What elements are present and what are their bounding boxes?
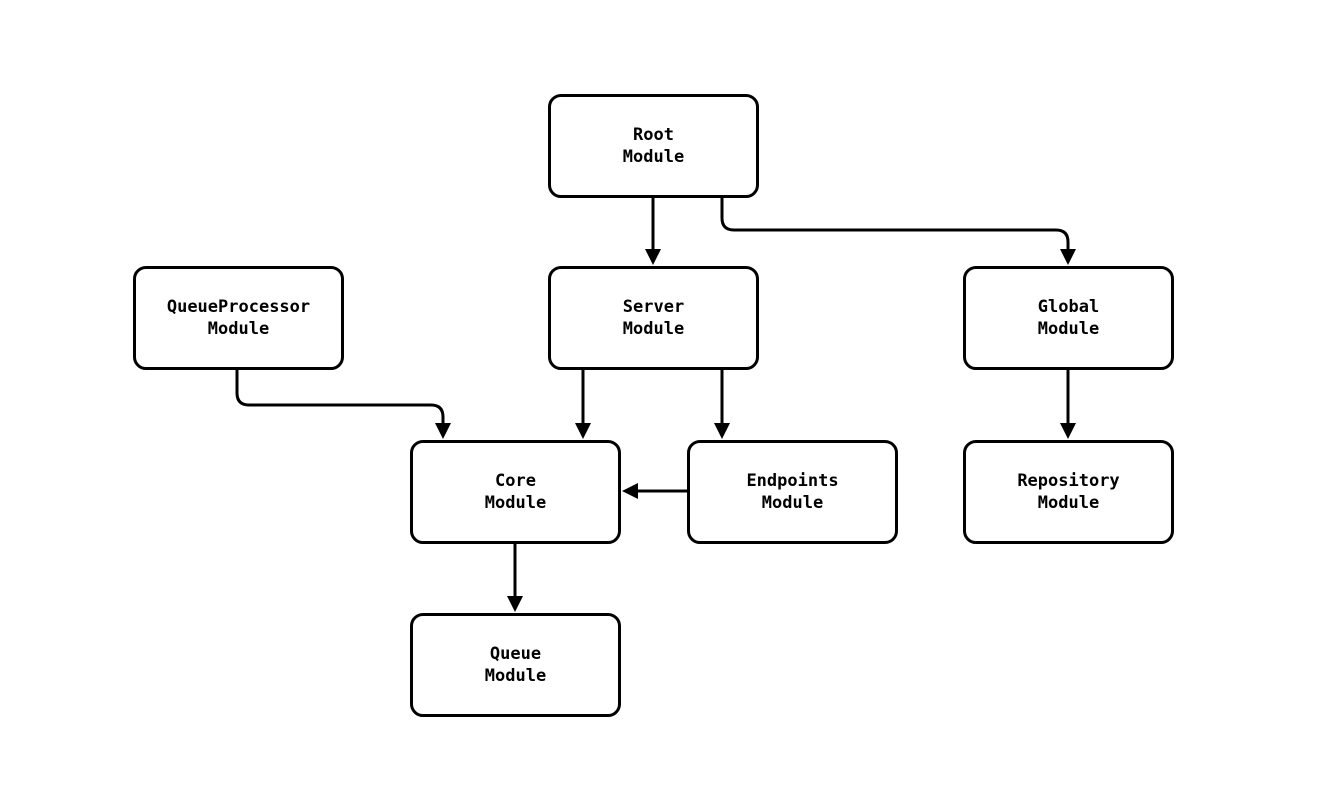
- node-label-endpoints: Endpoints Module: [746, 470, 839, 513]
- arrowhead-core-queue: [507, 596, 523, 612]
- node-label-core: Core Module: [484, 470, 547, 513]
- edge-root-global: [720, 198, 1076, 265]
- node-repository[interactable]: Repository Module: [963, 440, 1174, 544]
- arrowhead-queueprocessor-core: [435, 423, 451, 439]
- arrowhead-root-global: [1060, 249, 1076, 265]
- node-root[interactable]: Root Module: [548, 94, 759, 198]
- arrowhead-server-endpoints: [714, 423, 730, 439]
- node-label-queueprocessor: QueueProcessor Module: [166, 296, 311, 339]
- node-label-repository: Repository Module: [1017, 470, 1120, 513]
- node-core[interactable]: Core Module: [410, 440, 621, 544]
- edge-root-server: [645, 198, 661, 265]
- node-server[interactable]: Server Module: [548, 266, 759, 370]
- node-label-root: Root Module: [622, 124, 685, 167]
- edge-queueprocessor-core: [235, 370, 451, 439]
- arrowhead-global-repository: [1060, 423, 1076, 439]
- node-endpoints[interactable]: Endpoints Module: [687, 440, 898, 544]
- edge-global-repository: [1060, 370, 1076, 439]
- edge-core-queue: [507, 544, 523, 612]
- edge-endpoints-core: [622, 483, 687, 499]
- node-queueprocessor[interactable]: QueueProcessor Module: [133, 266, 344, 370]
- arrowhead-root-server: [645, 249, 661, 265]
- node-label-server: Server Module: [622, 296, 685, 339]
- arrowhead-server-core: [575, 423, 591, 439]
- arrowhead-endpoints-core: [622, 483, 638, 499]
- node-queue[interactable]: Queue Module: [410, 613, 621, 717]
- node-label-queue: Queue Module: [484, 643, 547, 686]
- node-label-global: Global Module: [1037, 296, 1100, 339]
- edge-server-core: [575, 370, 591, 439]
- edge-server-endpoints: [714, 370, 730, 439]
- node-global[interactable]: Global Module: [963, 266, 1174, 370]
